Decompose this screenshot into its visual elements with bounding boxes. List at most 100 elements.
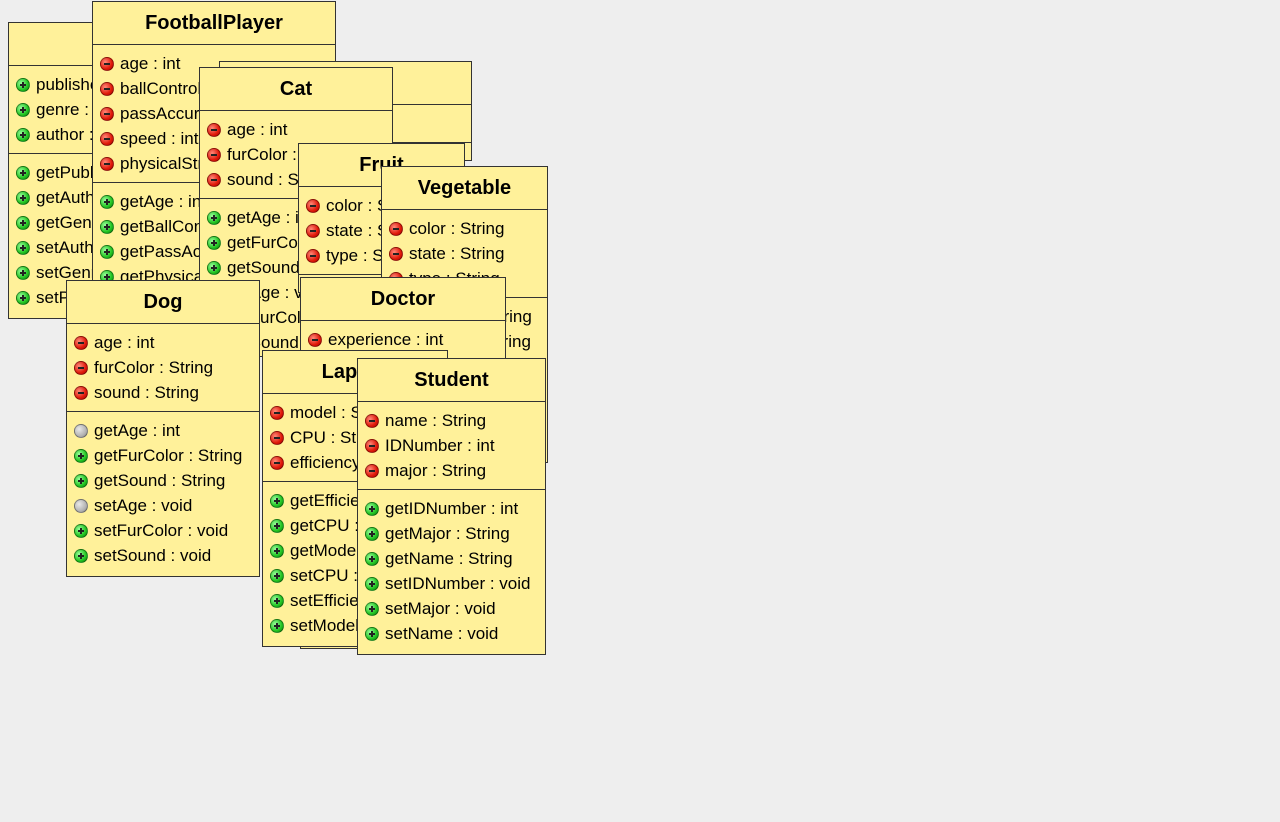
attribute-row[interactable]: experience : int	[301, 327, 505, 352]
public-visibility-icon	[270, 543, 284, 558]
public-visibility-icon	[365, 601, 379, 616]
attribute-label: color : String	[409, 219, 505, 238]
public-visibility-icon	[16, 77, 30, 92]
attribute-row[interactable]: color : String	[382, 216, 547, 241]
private-visibility-icon	[270, 455, 284, 470]
private-visibility-icon	[100, 106, 114, 121]
attribute-label: furColor : String	[94, 358, 214, 377]
package-visibility-icon	[74, 423, 88, 438]
method-row[interactable]: setAge : void	[67, 493, 259, 518]
attribute-label: IDNumber : int	[385, 436, 495, 455]
private-visibility-icon	[207, 147, 221, 162]
attribute-label: age : int	[227, 120, 288, 139]
class-name: FootballPlayer	[93, 2, 335, 45]
method-row[interactable]: getAge : int	[93, 189, 335, 214]
attribute-row[interactable]: IDNumber : int	[358, 433, 545, 458]
method-row[interactable]: setFurColor : void	[67, 518, 259, 543]
private-visibility-icon	[270, 405, 284, 420]
private-visibility-icon	[306, 198, 320, 213]
class-name: Student	[358, 359, 545, 402]
public-visibility-icon	[16, 240, 30, 255]
method-row[interactable]: getMajor : String	[358, 521, 545, 546]
private-visibility-icon	[100, 56, 114, 71]
attribute-row[interactable]: name : String	[358, 408, 545, 433]
public-visibility-icon	[16, 290, 30, 305]
public-visibility-icon	[207, 235, 221, 250]
method-row[interactable]: setName : void	[358, 621, 545, 646]
public-visibility-icon	[365, 501, 379, 516]
method-label: getAge : int	[120, 192, 207, 211]
class-name: Dog	[67, 281, 259, 324]
public-visibility-icon	[16, 165, 30, 180]
public-visibility-icon	[365, 576, 379, 591]
attribute-label: age : int	[120, 54, 181, 73]
public-visibility-icon	[270, 568, 284, 583]
public-visibility-icon	[207, 260, 221, 275]
method-label: getSound : String	[94, 471, 226, 490]
method-row[interactable]: getAge : int	[200, 205, 392, 230]
private-visibility-icon	[100, 81, 114, 96]
public-visibility-icon	[270, 618, 284, 633]
attribute-label: name : String	[385, 411, 487, 430]
method-label: getAge : int	[227, 208, 314, 227]
public-visibility-icon	[365, 551, 379, 566]
attribute-label: major : String	[385, 461, 487, 480]
public-visibility-icon	[74, 448, 88, 463]
method-row[interactable]: getSound : String	[67, 468, 259, 493]
package-visibility-icon	[74, 498, 88, 513]
private-visibility-icon	[74, 385, 88, 400]
attribute-label: state : String	[409, 244, 505, 263]
public-visibility-icon	[100, 219, 114, 234]
private-visibility-icon	[100, 156, 114, 171]
method-row[interactable]: getIDNumber : int	[358, 496, 545, 521]
method-row[interactable]: getName : String	[358, 546, 545, 571]
class-name: Doctor	[301, 278, 505, 321]
class-name: Cat	[200, 68, 392, 111]
public-visibility-icon	[74, 523, 88, 538]
private-visibility-icon	[306, 223, 320, 238]
method-label: setIDNumber : void	[385, 574, 531, 593]
attribute-row[interactable]: speed : int	[93, 126, 335, 151]
method-label: setSound : void	[94, 546, 212, 565]
private-visibility-icon	[308, 332, 322, 347]
public-visibility-icon	[16, 265, 30, 280]
private-visibility-icon	[100, 131, 114, 146]
method-label: setFurColor : void	[94, 521, 229, 540]
class-box-dog[interactable]: Dog age : int furColor : String sound : Str…	[66, 280, 260, 577]
private-visibility-icon	[270, 430, 284, 445]
attribute-row[interactable]: age : int	[93, 51, 335, 76]
public-visibility-icon	[365, 526, 379, 541]
attribute-row[interactable]: age : int	[200, 117, 392, 142]
attribute-row[interactable]: state : String	[382, 241, 547, 266]
public-visibility-icon	[74, 473, 88, 488]
public-visibility-icon	[270, 493, 284, 508]
method-row[interactable]: setMajor : void	[358, 596, 545, 621]
attribute-label: speed : int	[120, 129, 199, 148]
private-visibility-icon	[365, 413, 379, 428]
attributes-section: age : int furColor : String sound : String	[67, 324, 259, 412]
attribute-row[interactable]: furColor : String	[67, 355, 259, 380]
public-visibility-icon	[207, 210, 221, 225]
method-row[interactable]: getAge : int	[67, 418, 259, 443]
private-visibility-icon	[306, 248, 320, 263]
method-label: getAge : int	[94, 421, 181, 440]
public-visibility-icon	[100, 244, 114, 259]
method-row[interactable]: getFurColor : String	[67, 443, 259, 468]
attribute-label: age : int	[94, 333, 155, 352]
method-row[interactable]: setIDNumber : void	[358, 571, 545, 596]
private-visibility-icon	[207, 172, 221, 187]
class-name: Vegetable	[382, 167, 547, 210]
private-visibility-icon	[74, 335, 88, 350]
methods-section: getAge : int getFurColor : String getSound…	[67, 412, 259, 574]
attribute-row[interactable]: sound : String	[67, 380, 259, 405]
attribute-row[interactable]: age : int	[67, 330, 259, 355]
public-visibility-icon	[16, 127, 30, 142]
attribute-row[interactable]: major : String	[358, 458, 545, 483]
method-label: setMajor : void	[385, 599, 496, 618]
attribute-label: sound : String	[94, 383, 199, 402]
public-visibility-icon	[270, 518, 284, 533]
method-row[interactable]: setSound : void	[67, 543, 259, 568]
private-visibility-icon	[74, 360, 88, 375]
